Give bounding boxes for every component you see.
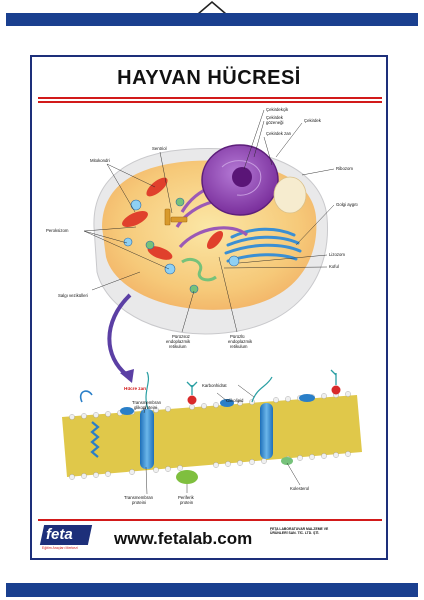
label-peroksizom: Peroksizom: [46, 228, 69, 233]
label-lizozom: Lizozom: [329, 252, 345, 257]
label-cekirdek-gozenegi-1: Çekirdek: [266, 115, 284, 120]
company-line-2: ÜRÜNLERİ SAN. TİC. LTD. ŞTİ.: [270, 531, 320, 535]
peripheral-protein: [176, 470, 198, 484]
title-rule-bottom: [38, 101, 382, 103]
transmembrane-protein: [140, 409, 154, 469]
membrane-leader-lines: [143, 384, 301, 495]
label-mitokondri: Mitokondri: [90, 158, 110, 163]
helix-protein: [90, 421, 100, 458]
top-hanging-bar: [6, 13, 418, 26]
label-puruzsuz-2: endoplazmik: [166, 339, 191, 344]
label-glikolipid: Glikolipid: [226, 398, 244, 403]
smooth-er: [181, 257, 217, 282]
cell-membrane-section: [62, 369, 362, 484]
logo-brand: feta: [46, 526, 73, 543]
label-transmembran-protein-2: proteini: [132, 500, 146, 505]
poster: HAYVAN HÜCRESİ: [30, 55, 388, 560]
label-transmembran-protein-1: Transmembran: [124, 495, 154, 500]
website-url: www.fetalab.com: [114, 529, 253, 548]
label-cekirdek-zari: Çekirdek zarı: [266, 131, 291, 136]
nucleolus: [232, 167, 252, 187]
label-salgi: Salgı vezikülleri: [58, 293, 88, 298]
footer-rule: [38, 519, 382, 521]
mitochondria: [122, 177, 224, 260]
label-kolesterol: Kolesterol: [290, 486, 309, 491]
animal-cell-diagram: Çekirdekçik Çekirdek gözeneği Çekirdek Ç…: [46, 107, 362, 505]
label-transmembran-gliko-1: Transmembran: [132, 400, 162, 405]
label-ribozom: Ribozom: [336, 166, 353, 171]
label-sentriol: Sentriol: [152, 146, 167, 151]
label-puruzlu-3: retikulum: [230, 344, 248, 349]
feta-logo: feta Eğitim Araçları Merkezi: [39, 525, 112, 555]
zoom-arrow: [107, 293, 132, 377]
transmembrane-protein-2: [260, 403, 273, 459]
bottom-hanging-bar: [6, 583, 418, 597]
label-periferik-2: protein: [180, 500, 194, 505]
label-karbonhidrat: Karbonhidrat: [202, 383, 227, 388]
chromatin: [221, 160, 262, 196]
label-puruzlu-2: endoplazmik: [228, 339, 253, 344]
glycolipid: [187, 385, 341, 405]
leader-lines: [83, 109, 335, 333]
label-golgi: Golgi aygıtı: [336, 202, 358, 207]
label-puruzsuz-3: retikulum: [169, 344, 187, 349]
label-koful: Koful: [329, 264, 339, 269]
label-cekirdekcik: Çekirdekçik: [266, 107, 289, 112]
centriole: [164, 208, 188, 226]
hanger-hook: [197, 0, 227, 15]
logo-tagline: Eğitim Araçları Merkezi: [42, 546, 78, 550]
label-puruzlu-1: Pürüzlü: [230, 334, 245, 339]
label-transmembran-gliko-2: glikoproteini: [134, 405, 157, 410]
label-puruzsuz-1: Pürüzsüz: [172, 334, 190, 339]
company-info: FETA LABORATUVAR MALZEME VE ÜRÜNLERİ SAN…: [270, 527, 382, 535]
label-periferik-1: Periferik: [178, 495, 195, 500]
company-line-1: FETA LABORATUVAR MALZEME VE: [270, 527, 329, 531]
label-cekirdek-gozenegi-2: gözeneği: [266, 120, 283, 125]
poster-title: HAYVAN HÜCRESİ: [117, 67, 301, 89]
vesicles: [123, 197, 240, 294]
label-hucre-zari: Hücre zarı: [124, 386, 146, 391]
label-cekirdek: Çekirdek: [304, 118, 322, 123]
title-rule-top: [38, 97, 382, 99]
vacuole: [273, 176, 307, 214]
